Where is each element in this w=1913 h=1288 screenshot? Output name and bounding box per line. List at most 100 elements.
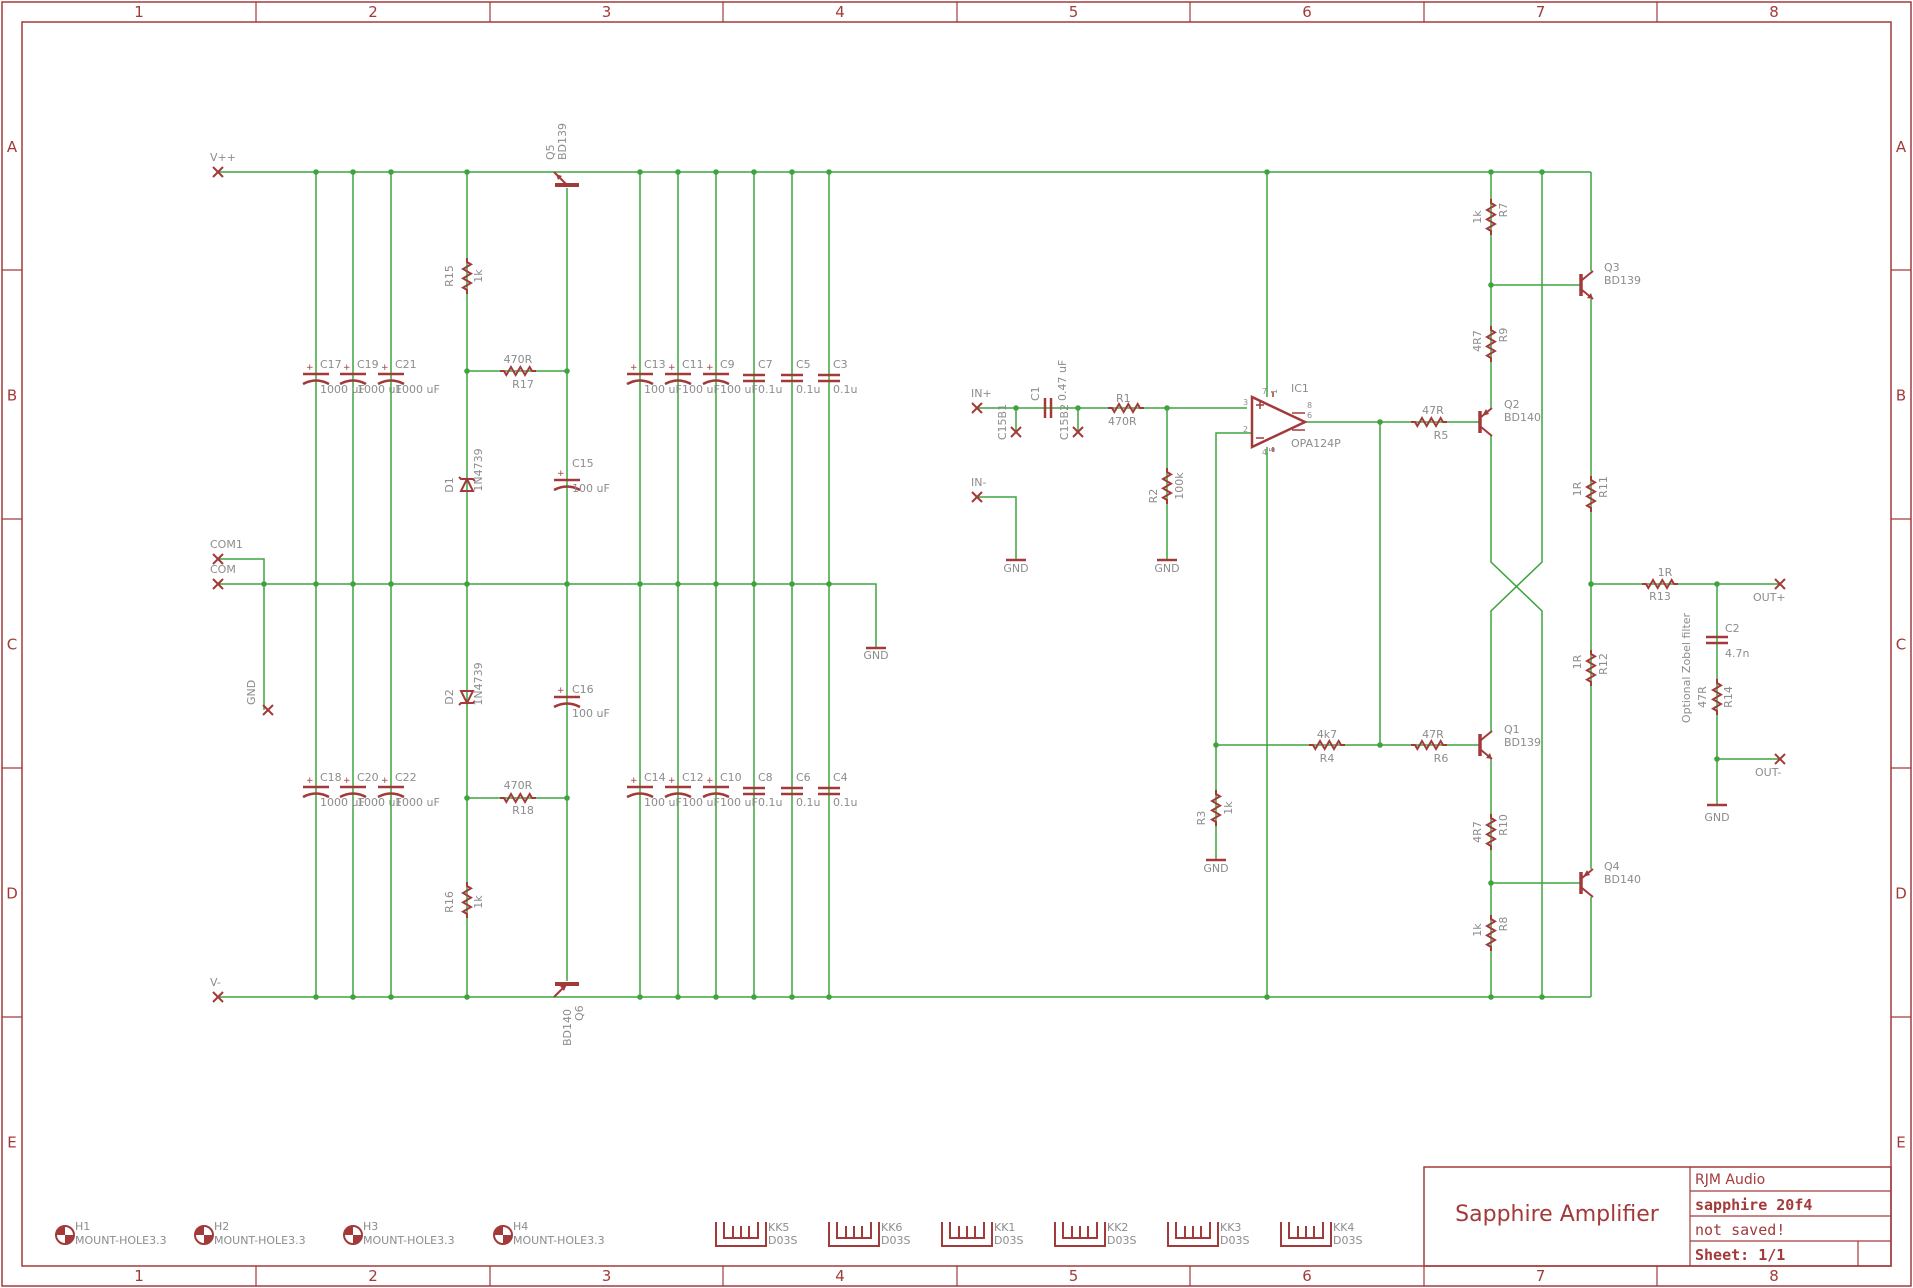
mount-hole-icon xyxy=(493,1225,513,1245)
heatsink-value: D03S xyxy=(1333,1234,1362,1247)
value-R18: 470R xyxy=(504,779,533,792)
R6-resistor xyxy=(1411,739,1447,751)
label-R8: R8 xyxy=(1497,917,1510,932)
label-D2: D2 xyxy=(443,689,456,704)
frame-row-label: A xyxy=(1896,138,1907,156)
label-R4: R4 xyxy=(1320,752,1335,765)
C18-capacitor: + xyxy=(302,776,330,799)
net-label-vpp: V++ xyxy=(210,151,236,164)
junction-dot xyxy=(826,994,832,1000)
label-C15B1: C15B1 xyxy=(996,404,1009,440)
value-C21: 1000 uF xyxy=(395,383,440,396)
C22-polarity-mark: + xyxy=(381,776,389,786)
com-connector xyxy=(212,578,224,590)
net-label-gnd: GND xyxy=(1203,862,1228,875)
Q4-transistor xyxy=(1579,868,1594,898)
value-C12: 100 uF xyxy=(682,796,720,809)
net-label-gnd: GND xyxy=(1003,562,1028,575)
junction-dot xyxy=(350,581,356,587)
value-R2: 100k xyxy=(1173,472,1186,500)
junction-dot xyxy=(751,994,757,1000)
net-label-com1: COM1 xyxy=(210,538,243,551)
out-minus-connector xyxy=(1774,753,1786,765)
junction-dot xyxy=(261,581,267,587)
frame-row-label: D xyxy=(1895,885,1907,903)
mount-hole-name: H4 xyxy=(513,1220,528,1233)
value-Q5: BD139 xyxy=(556,123,569,160)
C10-polarity-mark: + xyxy=(706,776,714,786)
mount-hole-value: MOUNT-HOLE3.3 xyxy=(363,1234,455,1247)
pin-label: 2 xyxy=(1243,425,1248,434)
junction-dot xyxy=(1377,742,1383,748)
label-C15B2: C15B2 xyxy=(1058,404,1071,440)
value-R3: 1k xyxy=(1222,801,1235,815)
junction-dot xyxy=(1164,405,1170,411)
value-R8: 1k xyxy=(1471,923,1484,937)
label-C3: C3 xyxy=(833,358,848,371)
value-C16: 100 uF xyxy=(572,707,610,720)
save-status: not saved! xyxy=(1695,1221,1785,1239)
net-label-com: COM xyxy=(210,563,236,576)
in-plus-connector xyxy=(971,402,983,414)
value-C7: 0.1u xyxy=(758,383,782,396)
label-C1: C1 xyxy=(1029,386,1042,401)
frame-row-label: C xyxy=(1896,636,1906,654)
label-C21: C21 xyxy=(395,358,417,371)
wire xyxy=(218,558,265,584)
R8-resistor xyxy=(1485,915,1497,951)
company-name: RJM Audio xyxy=(1695,1172,1765,1188)
net-label-in-plus: IN+ xyxy=(971,387,992,400)
wire xyxy=(1216,422,1381,746)
value-C5: 0.1u xyxy=(796,383,820,396)
value-R12: 1R xyxy=(1571,654,1584,669)
label-R2: R2 xyxy=(1147,489,1160,504)
frame-column-label: 7 xyxy=(1536,1267,1546,1285)
R11-resistor xyxy=(1585,476,1597,512)
frame-column-label: 2 xyxy=(368,1267,378,1285)
mount-hole-value: MOUNT-HOLE3.3 xyxy=(513,1234,605,1247)
C7-capacitor xyxy=(743,373,765,383)
label-R5: R5 xyxy=(1434,429,1449,442)
label-C13: C13 xyxy=(644,358,666,371)
frame-column-label: 1 xyxy=(134,1267,144,1285)
junction-dot xyxy=(637,581,643,587)
junction-dot xyxy=(464,795,470,801)
heatsink-name: KK2 xyxy=(1107,1221,1128,1234)
label-Q6: Q6 xyxy=(573,1005,586,1021)
label-C17: C17 xyxy=(320,358,342,371)
R1-resistor xyxy=(1108,402,1144,414)
net-label-gnd: GND xyxy=(863,649,888,662)
out-plus-connector xyxy=(1774,578,1786,590)
value-Q1: BD139 xyxy=(1504,736,1541,749)
wire xyxy=(1215,432,1252,830)
value-R17: 470R xyxy=(504,353,533,366)
value-C10: 100 uF xyxy=(720,796,758,809)
frame-row-label: B xyxy=(1896,387,1906,405)
sheet-number: Sheet: 1/1 xyxy=(1695,1246,1785,1264)
junction-dot xyxy=(1714,581,1720,587)
C15B2-connector xyxy=(1072,426,1084,438)
junction-dot xyxy=(637,169,643,175)
heatsink-name: KK5 xyxy=(768,1221,789,1234)
C10-capacitor: + xyxy=(702,776,730,799)
label-R17: R17 xyxy=(512,378,534,391)
value-C13: 100 uF xyxy=(644,383,682,396)
junction-dot xyxy=(464,368,470,374)
R5-resistor xyxy=(1411,416,1447,428)
R2-resistor xyxy=(1161,468,1173,504)
label-R15: R15 xyxy=(443,265,456,287)
value-Q6: BD140 xyxy=(561,1009,574,1046)
wire xyxy=(218,583,877,648)
frame-column-label: 8 xyxy=(1769,1267,1779,1285)
mount-hole-icon xyxy=(194,1225,214,1245)
junction-dot xyxy=(713,994,719,1000)
junction-dot xyxy=(751,169,757,175)
R7-resistor xyxy=(1485,199,1497,235)
net-label-out-minus: OUT- xyxy=(1755,766,1781,779)
label-C8: C8 xyxy=(758,771,773,784)
frame-column-label: 5 xyxy=(1069,3,1079,21)
junction-dot xyxy=(789,994,795,1000)
junction-dot xyxy=(388,581,394,587)
